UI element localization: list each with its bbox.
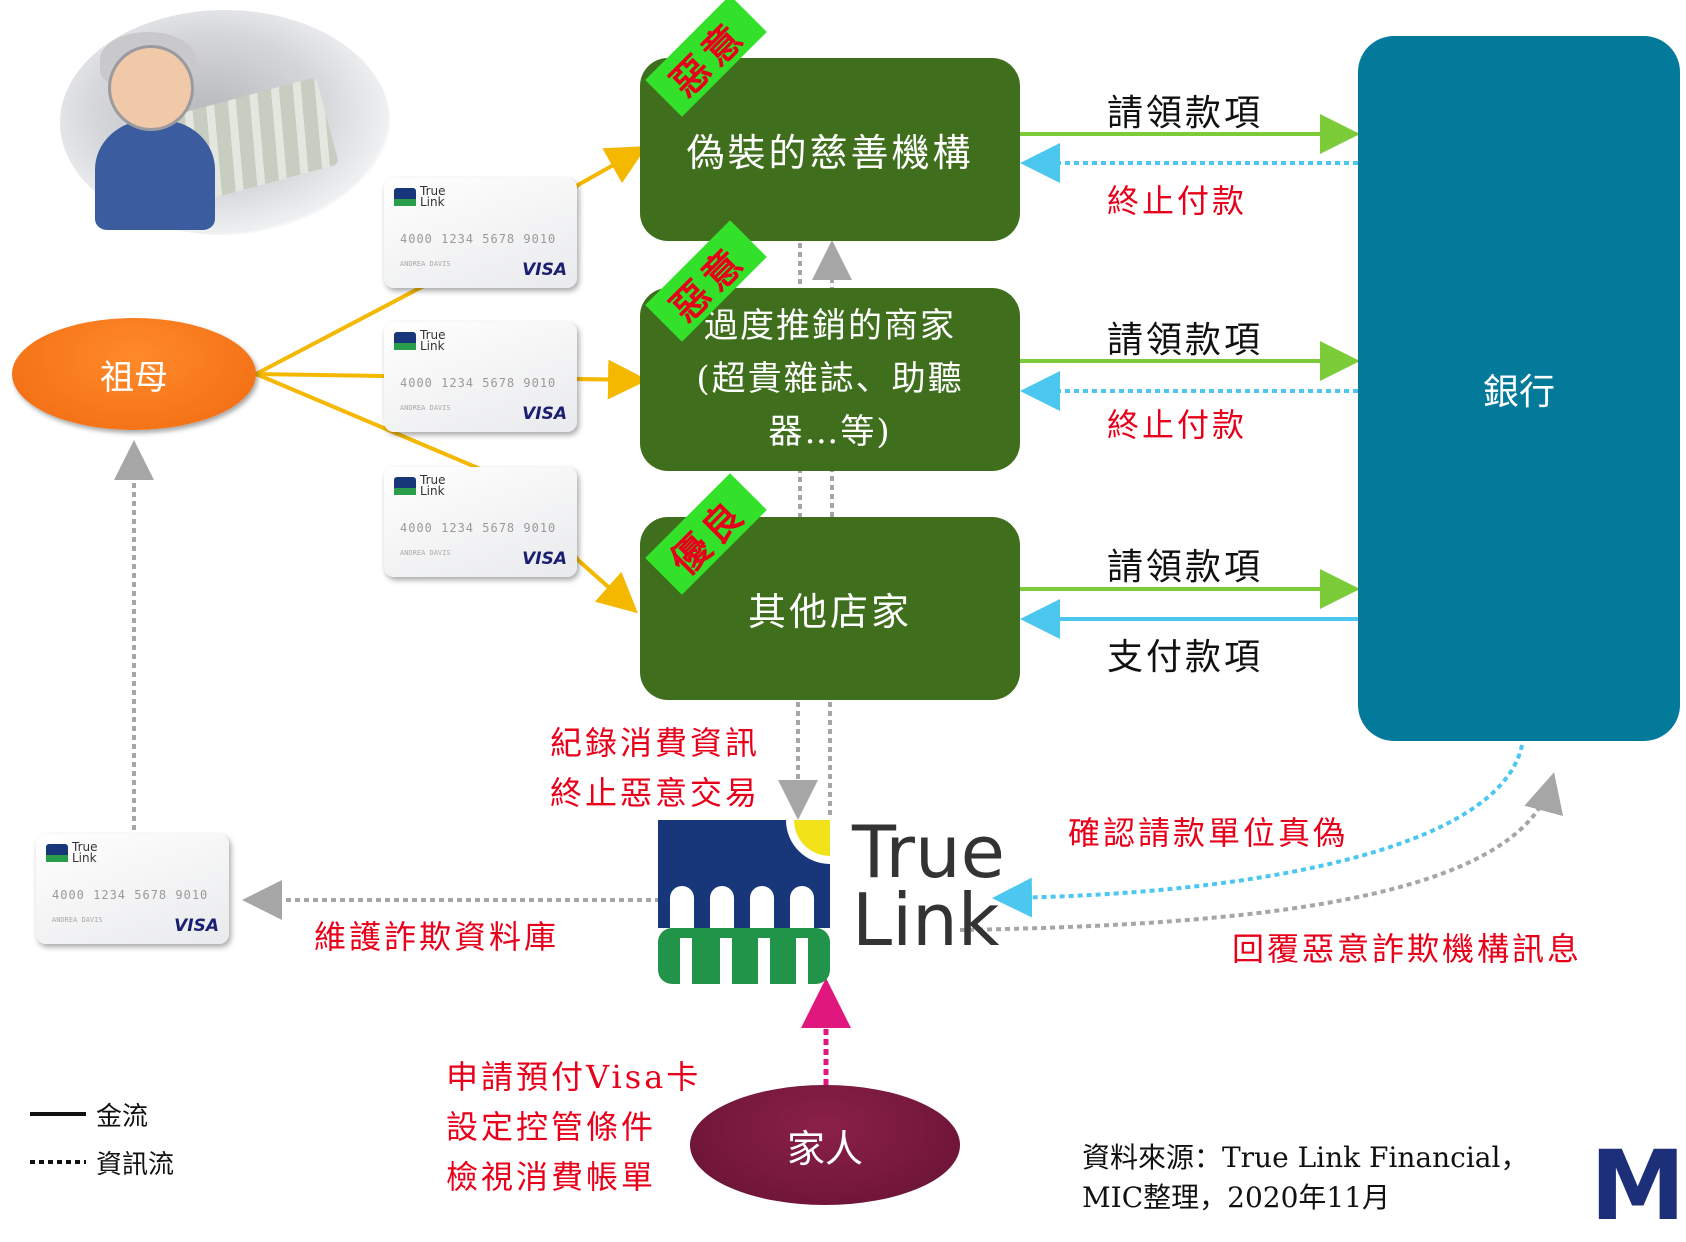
- family-node: 家人: [690, 1085, 960, 1205]
- grandma-label: 祖母: [100, 357, 168, 398]
- label-view-bills: 檢視消費帳單: [446, 1158, 657, 1196]
- flow-arrows: [30, 114, 1564, 1164]
- truelink-card-logo-icon: [46, 844, 68, 862]
- truelink-card-logo-icon: [394, 188, 416, 206]
- label-apply-card: 申請預付Visa卡: [446, 1058, 702, 1096]
- label-stop-2: 終止付款: [1107, 406, 1248, 444]
- mic-logo: MI: [1590, 1130, 1686, 1242]
- source-note: 資料來源：True Link Financial，MIC整理，2020年11月: [1082, 1141, 1529, 1214]
- label-record: 紀錄消費資訊: [550, 724, 761, 762]
- label-claim-3: 請領款項: [1107, 547, 1264, 588]
- label-pay-3: 支付款項: [1107, 637, 1264, 678]
- label-terminate: 終止惡意交易: [550, 774, 761, 812]
- legend-info-flow: 資訊流: [96, 1150, 175, 1180]
- merchant-fake-charity: 偽裝的慈善機構: [640, 58, 1020, 241]
- label-set-controls: 設定控管條件: [446, 1108, 657, 1146]
- bank-node: 銀行: [1358, 36, 1680, 741]
- truelink-card-logo-icon: [394, 477, 416, 495]
- grandma-node: 祖母: [12, 318, 256, 430]
- truelink-card-logo-icon: [394, 332, 416, 350]
- label-reply: 回覆惡意詐欺機構訊息: [1232, 930, 1583, 968]
- label-claim-2: 請領款項: [1107, 320, 1264, 361]
- arrow-verify: [992, 744, 1524, 918]
- truelink-logo-icon: [658, 820, 830, 984]
- legend-money-flow: 金流: [96, 1102, 149, 1132]
- arrow-reply: [959, 772, 1564, 932]
- label-verify: 確認請款單位真偽: [1068, 814, 1349, 852]
- label-stop-1: 終止付款: [1107, 182, 1248, 220]
- label-claim-1: 請領款項: [1107, 93, 1264, 134]
- label-fraud-db: 維護詐欺資料庫: [314, 918, 560, 956]
- grandma-figure-body: [95, 120, 215, 230]
- grandma-figure-face: [108, 45, 194, 131]
